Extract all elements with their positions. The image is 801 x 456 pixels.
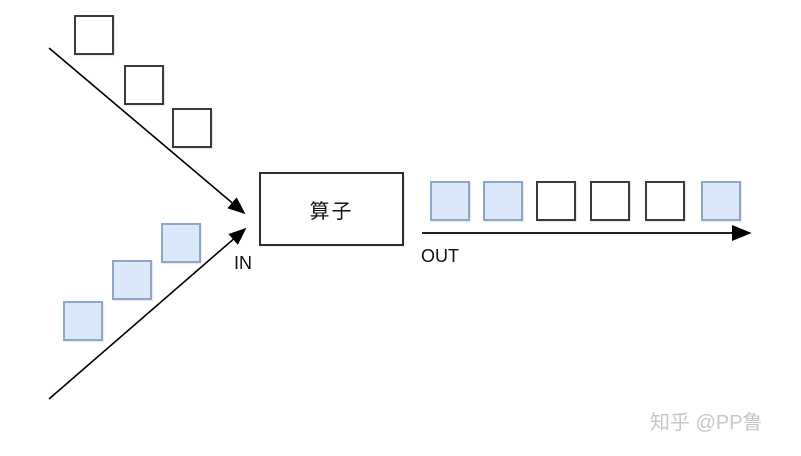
output-square [483, 181, 523, 221]
input-square-bottom [112, 260, 152, 300]
input-square-bottom [161, 223, 201, 263]
operator-box: 算子 [259, 172, 404, 246]
output-square [701, 181, 741, 221]
input-square-bottom [63, 301, 103, 341]
output-square [430, 181, 470, 221]
input-square-top [124, 65, 164, 105]
out-label: OUT [421, 246, 459, 266]
output-square [645, 181, 685, 221]
output-square [536, 181, 576, 221]
input-arrow-bottom [48, 227, 247, 400]
input-square-top [172, 108, 212, 148]
watermark-text: 知乎 @PP鲁 [650, 412, 763, 434]
output-square [590, 181, 630, 221]
input-square-top [74, 15, 114, 55]
operator-label: 算子 [309, 200, 354, 223]
in-label: IN [234, 253, 252, 273]
input-arrow-top [48, 47, 246, 215]
